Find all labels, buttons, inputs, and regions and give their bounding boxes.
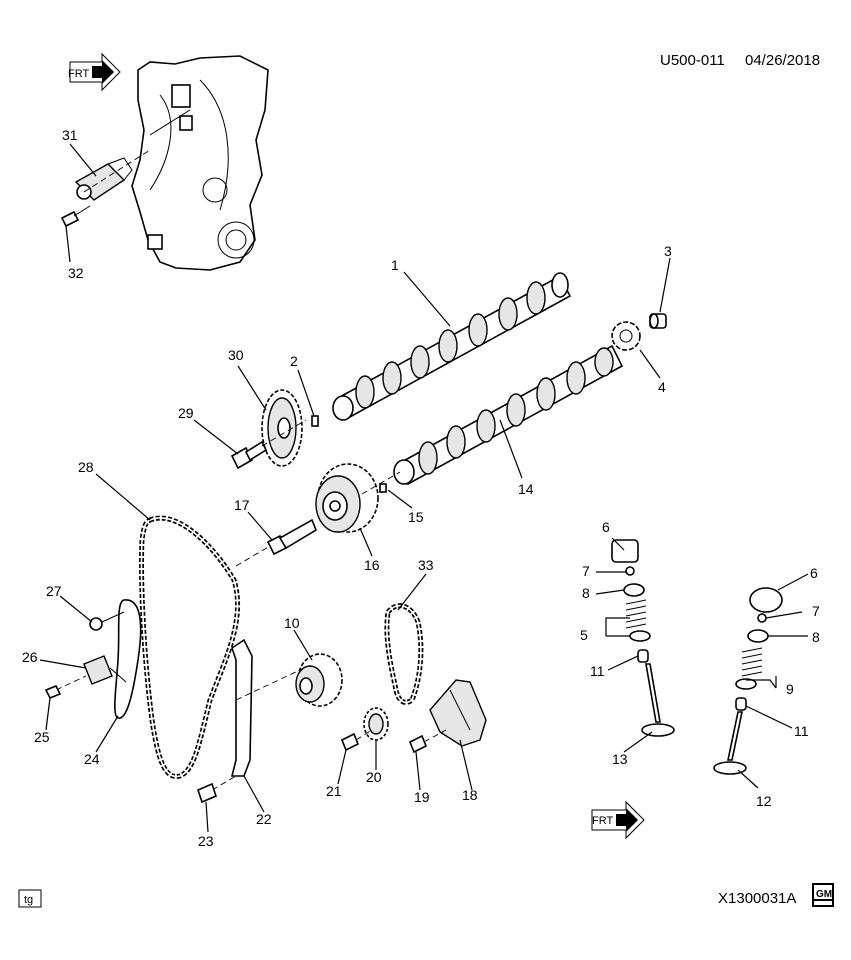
callout-8b: 8 — [812, 629, 820, 645]
valve-keeper-7a — [625, 566, 635, 576]
reference-code: U500-011 — [660, 52, 725, 69]
callout-3: 3 — [664, 243, 672, 259]
callout-11a: 11 — [590, 663, 605, 679]
dowel-pin-15 — [379, 483, 387, 493]
phaser-bolt-17 — [266, 518, 317, 556]
callout-23: 23 — [198, 833, 214, 849]
solenoid-bolt — [60, 205, 91, 228]
engine-housing — [131, 55, 269, 271]
reluctor-wheel — [611, 321, 641, 351]
valve-spring-9 — [735, 647, 763, 690]
callout-18: 18 — [462, 787, 478, 803]
chain-tensioner — [83, 655, 127, 685]
callout-27: 27 — [46, 583, 62, 599]
callout-15: 15 — [408, 509, 424, 525]
guide-bolt-23 — [197, 782, 217, 804]
leader-lines — [39, 143, 809, 833]
dowel-pin-2 — [311, 415, 319, 427]
callout-29: 29 — [178, 405, 194, 421]
callout-6b: 6 — [810, 565, 818, 581]
callout-12: 12 — [756, 793, 772, 809]
diagram-date: 04/26/2018 — [745, 52, 820, 69]
intake-valve-13 — [641, 663, 675, 737]
camshaft-sprocket — [261, 389, 303, 467]
callout-32: 32 — [68, 265, 84, 281]
callout-16: 16 — [364, 557, 380, 573]
exhaust-camshaft — [393, 344, 624, 486]
callout-7a: 7 — [582, 563, 590, 579]
callout-25: 25 — [34, 729, 50, 745]
gear-bolt-21 — [340, 732, 360, 752]
callout-5: 5 — [580, 627, 588, 643]
corner-tag: tg — [18, 889, 42, 908]
callout-4: 4 — [658, 379, 666, 395]
valve-lifter-6b — [749, 587, 783, 613]
illustration-id: X1300031A — [718, 890, 796, 907]
intake-camshaft — [332, 272, 572, 421]
tensioner-bolt-25 — [44, 684, 62, 700]
chain-guide-fixed — [230, 638, 253, 777]
camshaft-phaser — [315, 463, 379, 533]
callout-30: 30 — [228, 347, 244, 363]
spring-retainer-8b — [747, 629, 769, 643]
callout-labels: 1 2 3 4 5 6 6 7 7 8 8 9 10 11 11 12 13 1… — [22, 127, 820, 849]
secondary-chain-tensioner — [429, 679, 487, 747]
callout-28: 28 — [78, 459, 94, 475]
callout-9: 9 — [786, 681, 794, 697]
callout-33: 33 — [418, 557, 434, 573]
callout-17: 17 — [234, 497, 250, 513]
secondary-timing-chain — [384, 603, 424, 705]
callout-13: 13 — [612, 751, 628, 767]
exhaust-valve-12 — [713, 711, 747, 775]
callout-26: 26 — [22, 649, 38, 665]
valve-lifter-6a — [611, 539, 639, 563]
callout-11b: 11 — [794, 723, 809, 739]
callout-14: 14 — [518, 481, 534, 497]
chain-tensioner-guide — [114, 599, 142, 719]
callout-1: 1 — [391, 257, 399, 273]
guide-bolt-27 — [89, 611, 125, 631]
callout-10: 10 — [284, 615, 300, 631]
crankshaft-sprocket — [295, 653, 343, 707]
valve-seal-11a — [637, 649, 649, 663]
valve-spring-5 — [625, 599, 651, 642]
callout-19: 19 — [414, 789, 430, 805]
callout-6a: 6 — [602, 519, 610, 535]
primary-timing-chain — [139, 515, 240, 779]
callout-7b: 7 — [812, 603, 820, 619]
svg-text:GM: GM — [816, 889, 832, 900]
gm-logo: GM — [812, 883, 834, 907]
valve-seal-11b — [735, 697, 747, 711]
camshaft-plug — [649, 313, 667, 329]
svg-text:tg: tg — [24, 894, 33, 906]
front-label: FRT — [592, 815, 613, 827]
balance-shaft-gear — [363, 707, 389, 741]
callout-21: 21 — [326, 783, 342, 799]
callout-20: 20 — [366, 769, 382, 785]
front-direction-arrow-bottom: FRT — [591, 800, 645, 840]
front-label: FRT — [68, 68, 89, 80]
front-direction-arrow-top: FRT — [68, 52, 121, 92]
callout-22: 22 — [256, 811, 272, 827]
callout-24: 24 — [84, 751, 100, 767]
spring-retainer-8a — [623, 583, 645, 597]
tensioner-bolt-19 — [408, 734, 428, 754]
sprocket-bolt-29 — [230, 440, 268, 470]
callout-2: 2 — [290, 353, 298, 369]
valve-keeper-7b — [757, 613, 767, 623]
callout-8a: 8 — [582, 585, 590, 601]
callout-31: 31 — [62, 127, 78, 143]
